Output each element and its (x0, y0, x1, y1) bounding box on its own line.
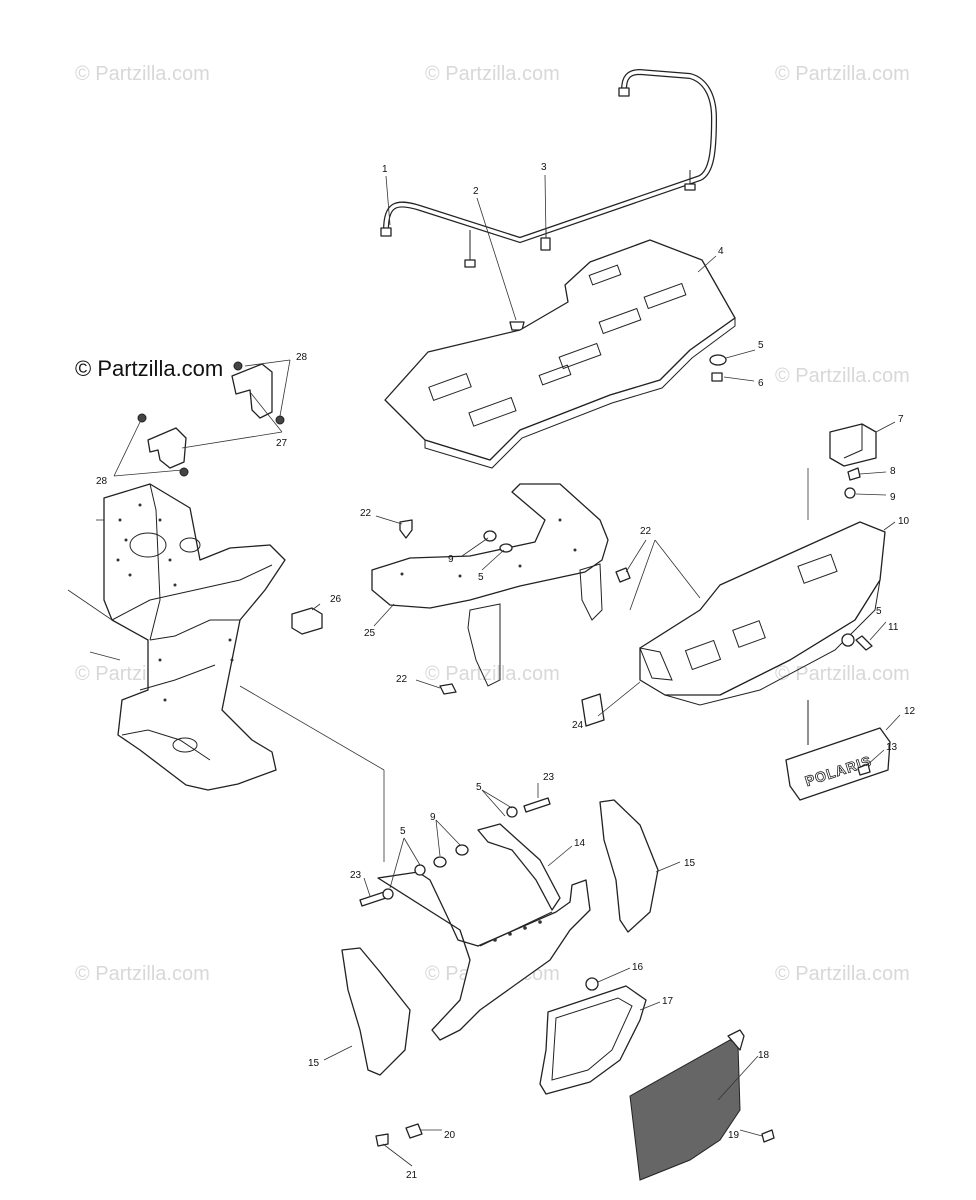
part-block26 (291, 607, 323, 635)
watermark: © Partzilla.com (75, 63, 210, 85)
nut-washer-light (844, 467, 861, 499)
callout-label: 28 (96, 476, 108, 487)
part-brackets (137, 361, 285, 477)
callout-label: 19 (728, 1130, 740, 1141)
watermark: © Partzilla.com (775, 663, 910, 685)
part-front-bracket (377, 823, 591, 1041)
callout-label: 3 (541, 162, 547, 173)
part-headlight (807, 423, 877, 520)
callout-label: 9 (430, 812, 436, 823)
callout-label: 24 (572, 720, 584, 731)
callout-label: 23 (543, 772, 555, 783)
callout-label: 5 (400, 826, 406, 837)
callout-label: 13 (886, 742, 898, 753)
callout-label: 28 (296, 352, 308, 363)
part-lower-group (375, 977, 775, 1181)
watermark: © Partzilla.com (775, 963, 910, 985)
callout-label: 15 (308, 1058, 320, 1069)
screw-part13 (857, 763, 871, 776)
callout-label: 9 (448, 554, 454, 565)
callout-label: 1 (382, 164, 388, 175)
part-rack-support (371, 483, 609, 687)
callout-label: 22 (396, 674, 408, 685)
callout-label: 15 (684, 858, 696, 869)
callout-label: 16 (632, 962, 644, 973)
callout-label: 21 (406, 1170, 418, 1181)
callout-label: 9 (890, 492, 896, 503)
part-side-panels (341, 799, 659, 1076)
callout-label: 6 (758, 378, 764, 389)
callout-label: 2 (473, 186, 479, 197)
watermark: © Partzilla.com (775, 63, 910, 85)
watermark-layer: © Partzilla.com © Partzilla.com © Partzi… (75, 63, 910, 985)
callout-labels: 1 2 3 4 5 6 7 8 9 10 5 11 12 13 28 27 28… (96, 162, 916, 1181)
callout-label: 22 (360, 508, 372, 519)
part-logo-plate: POLARIS (785, 700, 891, 801)
callout-label: 27 (276, 438, 288, 449)
callout-label: 14 (574, 838, 586, 849)
fasteners-support (399, 519, 631, 695)
callout-label: 23 (350, 870, 362, 881)
callout-label: 5 (758, 340, 764, 351)
fasteners-lower (359, 797, 551, 907)
callout-label: 17 (662, 996, 674, 1007)
watermark: © Partzilla.com (75, 963, 210, 985)
part-decal24 (581, 693, 605, 727)
callout-label: 10 (898, 516, 910, 527)
washer-bolt-rack (709, 354, 727, 382)
callout-label: 4 (718, 246, 724, 257)
callout-label: 26 (330, 594, 342, 605)
callout-label: 18 (758, 1050, 770, 1061)
leader-lines (113, 174, 901, 1167)
callout-label: 22 (640, 526, 652, 537)
watermark: © Partzilla.com (425, 663, 560, 685)
callout-label: 5 (876, 606, 882, 617)
callout-label: 12 (904, 706, 916, 717)
callout-label: 8 (890, 466, 896, 477)
callout-label: 25 (364, 628, 376, 639)
watermark: © Partzilla.com (425, 63, 560, 85)
main-watermark: © Partzilla.com (75, 356, 223, 381)
watermark: © Partzilla.com (775, 365, 910, 387)
nut-part3 (540, 237, 551, 251)
callout-label: 5 (478, 572, 484, 583)
callout-label: 5 (476, 782, 482, 793)
washer-bolt-cover (841, 633, 873, 651)
callout-label: 7 (898, 414, 904, 425)
callout-label: 20 (444, 1130, 456, 1141)
part-frame (67, 483, 286, 791)
part-rear-rack (384, 239, 736, 469)
part-front-cover (639, 521, 886, 706)
callout-label: 11 (888, 622, 899, 633)
